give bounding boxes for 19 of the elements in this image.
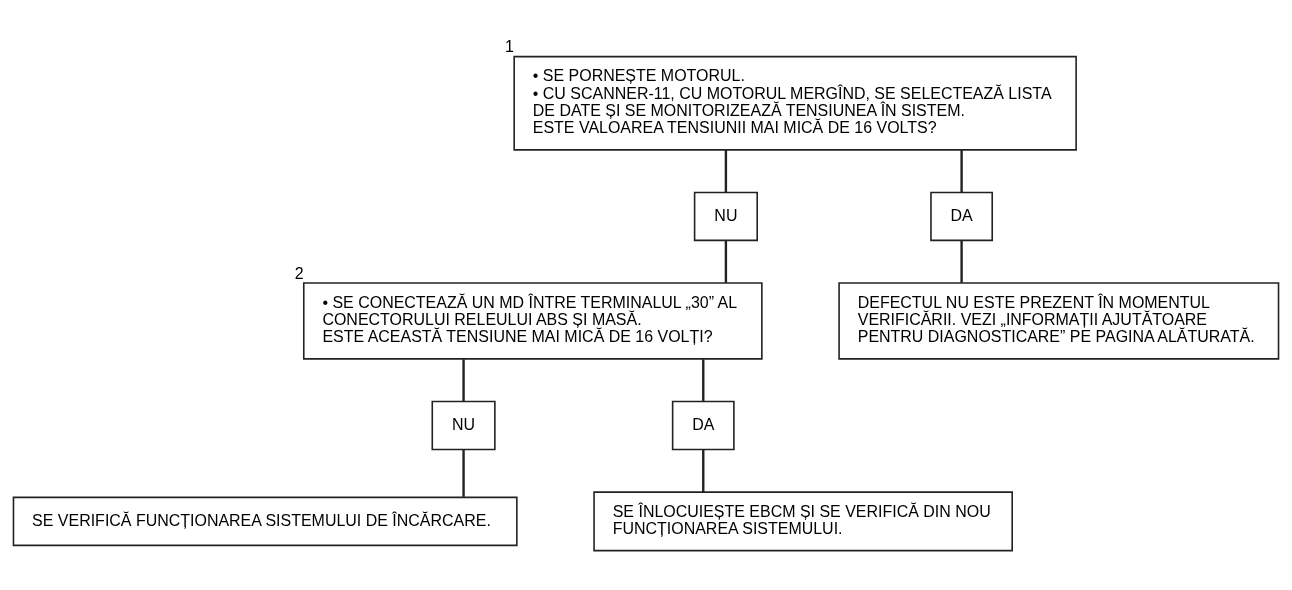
node-box: • SE CONECTEAZĂ UN MD ÎNTRE TERMINALUL „30” AL CONECTORULUI RELEULUI ABS ȘI MASĂ. ESTE ACEASTĂ TENSIUNE MAI MICĂ DE 16 VOLȚI? <box>302 282 763 360</box>
connector <box>702 359 705 402</box>
connector <box>960 240 963 283</box>
node-box: DA <box>930 191 993 242</box>
node-box: DA <box>671 400 735 451</box>
connector <box>462 449 465 497</box>
connector <box>960 149 963 193</box>
node-box: NU <box>431 400 496 451</box>
node-box: SE ÎNLOCUIEȘTE EBCM ȘI SE VERIFICĂ DIN NOU FUNCȚIONAREA SISTEMULUI. <box>593 491 1013 552</box>
node-label: 1 <box>505 38 514 56</box>
node-box: DEFECTUL NU ESTE PREZENT ÎN MOMENTUL VERIFICĂRII. VEZI „INFORMAȚII AJUTĂTOARE PENTRU DIAGNOSTICARE” PE PAGINA ALĂTURATĂ. <box>838 282 1280 360</box>
connector <box>724 240 728 283</box>
node-box: • SE PORNEȘTE MOTORUL. • CU SCANNER-11, CU MOTORUL MERGÎND, SE SELECTEAZĂ LISTA DE DATE ȘI SE MONITORIZEAZĂ TENSIUNEA ÎN SISTEM. ESTE VALOAREA TENSIUNII MAI MICĂ DE 16 VOLTS? <box>513 55 1077 151</box>
connector <box>462 359 465 402</box>
node-box: NU <box>693 191 758 242</box>
connector <box>702 449 705 493</box>
connector <box>724 149 728 193</box>
node-label: 2 <box>294 264 304 282</box>
node-box: SE VERIFICĂ FUNCȚIONAREA SISTEMULUI DE ÎNCĂRCARE. <box>12 496 518 547</box>
